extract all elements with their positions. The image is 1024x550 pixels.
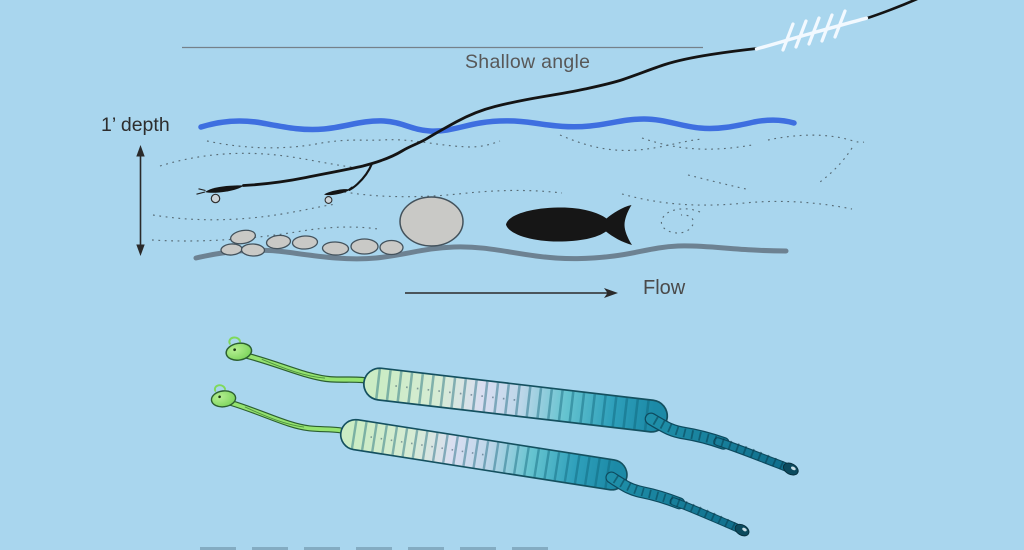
current-dotted-line bbox=[337, 189, 563, 198]
point-fly-body bbox=[205, 185, 244, 193]
current-dotted-line bbox=[206, 139, 501, 149]
current-dotted-lines bbox=[151, 134, 865, 242]
dropper-fly-nose bbox=[347, 186, 353, 191]
sighter-line bbox=[754, 16, 869, 51]
flow-arrowhead bbox=[604, 288, 618, 298]
streambed-rocks bbox=[220, 196, 464, 257]
point-fly-hook-bead bbox=[210, 193, 221, 204]
rock bbox=[291, 235, 319, 250]
current-dotted-line bbox=[159, 152, 361, 169]
rock bbox=[229, 229, 257, 245]
point-fly-tail-fibers bbox=[196, 188, 206, 195]
rock bbox=[321, 241, 350, 256]
sighter-hash-marks bbox=[781, 9, 847, 52]
rock bbox=[350, 238, 379, 255]
depth-arrowhead-down bbox=[136, 244, 145, 256]
rod-side-line bbox=[864, 0, 918, 20]
current-eddy-swirl bbox=[660, 208, 701, 234]
current-dotted-line bbox=[641, 137, 753, 150]
flow-arrow bbox=[405, 288, 618, 298]
hash-mark bbox=[820, 13, 834, 43]
hash-mark bbox=[794, 19, 808, 49]
point-fly bbox=[196, 185, 244, 204]
depth-arrow bbox=[136, 145, 145, 256]
dropper-tag-line bbox=[348, 162, 374, 191]
current-dotted-line bbox=[151, 226, 379, 242]
depth-label: 1’ depth bbox=[101, 114, 170, 136]
fish-silhouette bbox=[506, 205, 632, 245]
water-surface-line bbox=[198, 116, 797, 134]
rock bbox=[379, 239, 404, 256]
rock bbox=[265, 234, 292, 250]
boulder bbox=[399, 196, 464, 247]
dropper-fly-hook-bead bbox=[324, 196, 333, 204]
hash-mark bbox=[833, 9, 847, 39]
leader-line bbox=[242, 47, 759, 187]
hash-mark bbox=[781, 22, 795, 52]
current-dotted-line bbox=[687, 174, 747, 190]
rock bbox=[240, 243, 266, 257]
depth-arrowhead-up bbox=[136, 145, 145, 157]
current-dotted-line bbox=[152, 203, 337, 221]
fishing-line bbox=[242, 0, 918, 191]
shallow-angle-label: Shallow angle bbox=[465, 51, 591, 73]
riverbed-line bbox=[193, 243, 789, 262]
dropper-fly bbox=[324, 186, 353, 204]
flow-label: Flow bbox=[643, 277, 686, 299]
hash-mark bbox=[807, 16, 821, 46]
dropper-fly-body bbox=[324, 189, 350, 196]
